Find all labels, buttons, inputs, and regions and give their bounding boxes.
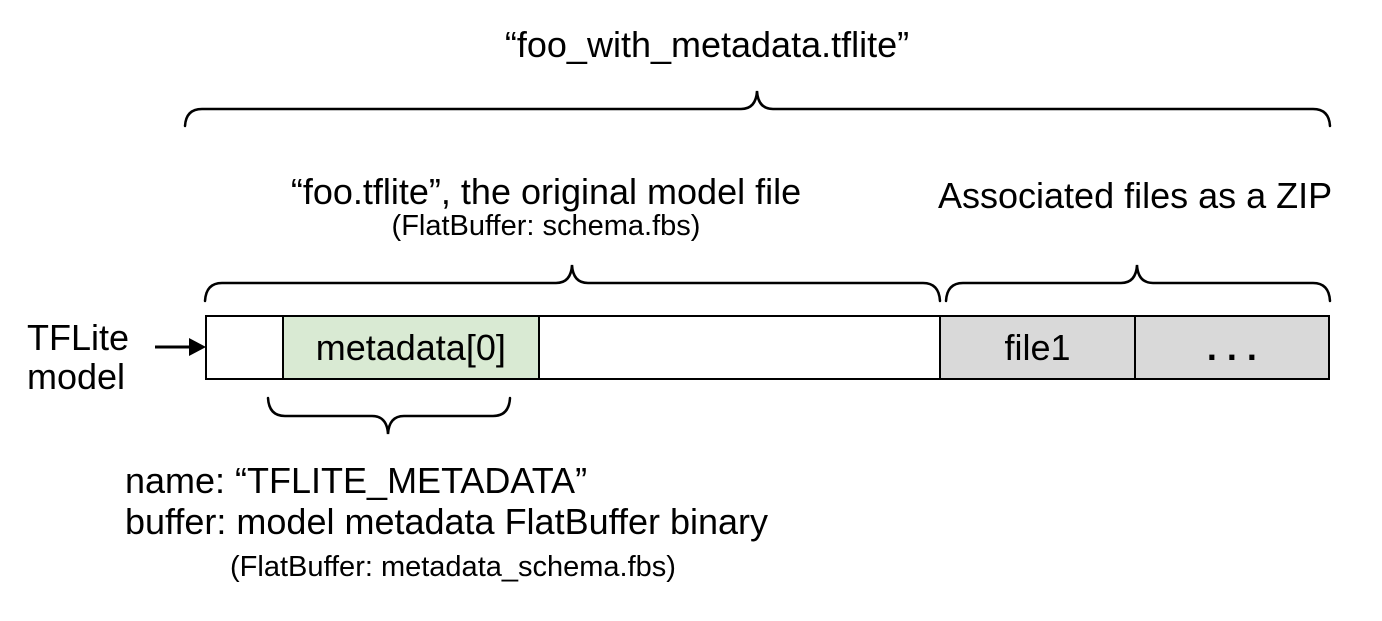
- brace-whole-file: [183, 90, 1332, 128]
- brace-zip-files: [944, 264, 1332, 303]
- model-bar: metadata[0] file1 . . .: [205, 315, 1330, 380]
- tflite-model-label-line1: TFLite: [27, 317, 130, 358]
- bar-segment-header: [207, 317, 282, 378]
- arrow-icon: [155, 338, 206, 356]
- brace-model-file: [203, 264, 942, 303]
- metadata-note-schema: (FlatBuffer: metadata_schema.fbs): [230, 551, 676, 583]
- zip-section-label: Associated files as a ZIP: [938, 175, 1333, 216]
- bar-segment-model-body: [537, 317, 940, 378]
- metadata-note-name: name: “TFLITE_METADATA”: [125, 460, 588, 501]
- bar-segment-more-files: . . .: [1133, 317, 1329, 378]
- metadata-note-buffer: buffer: model metadata FlatBuffer binary: [125, 501, 769, 542]
- tflite-model-label-line2: model: [27, 356, 126, 397]
- bar-segment-file1: file1: [939, 317, 1134, 378]
- model-section-sublabel: (FlatBuffer: schema.fbs): [391, 210, 701, 242]
- bar-segment-metadata: metadata[0]: [281, 317, 538, 378]
- diagram-title: “foo_with_metadata.tflite”: [504, 24, 910, 65]
- brace-metadata-segment: [266, 396, 512, 435]
- model-section-label: “foo.tflite”, the original model file: [290, 171, 802, 212]
- tflite-model-label: TFLite model: [27, 318, 129, 396]
